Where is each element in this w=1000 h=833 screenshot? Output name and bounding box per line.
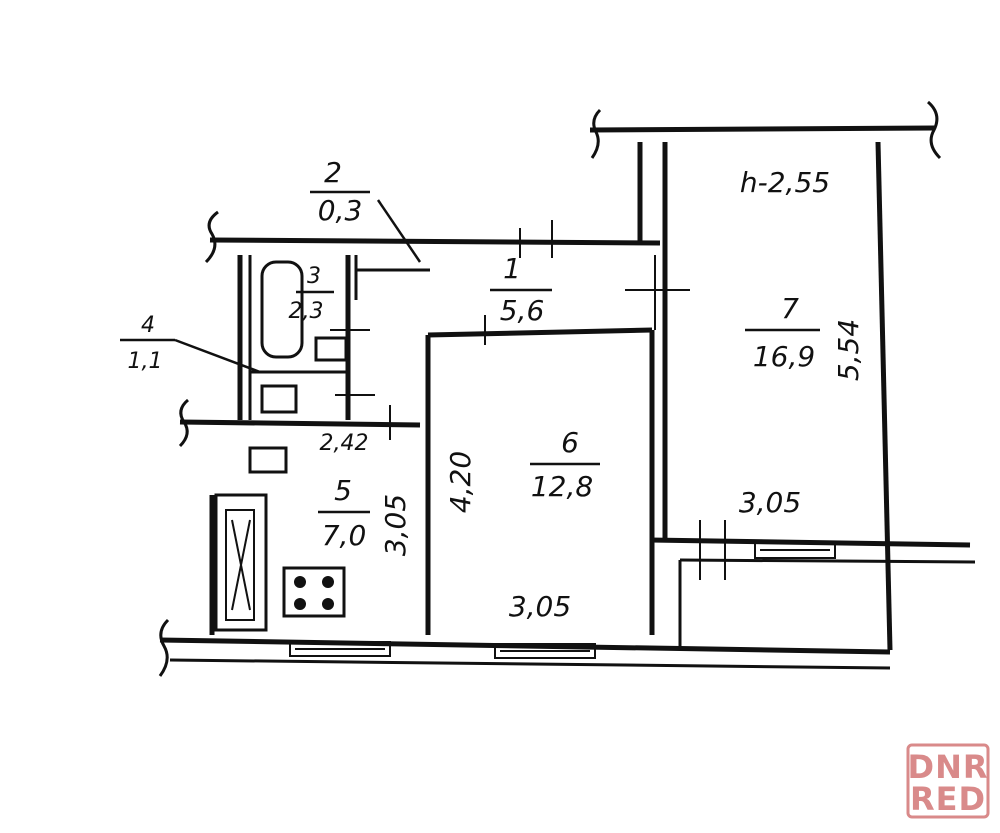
room6-width-label: 3,05: [509, 590, 571, 623]
svg-text:7: 7: [781, 292, 799, 325]
svg-text:5: 5: [334, 474, 352, 507]
sink-icon: [314, 336, 348, 362]
toilet-icon: [260, 384, 298, 414]
room-4-label: 4 1,1: [120, 313, 261, 374]
bathtub-icon: [260, 260, 304, 359]
svg-text:3: 3: [307, 264, 321, 289]
walls: [158, 100, 976, 677]
room-6-label: 6 12,8: [530, 426, 600, 503]
room-7-label: 7 16,9: [745, 292, 820, 373]
room5-length-label: 3,05: [379, 494, 412, 556]
svg-text:16,9: 16,9: [753, 340, 815, 373]
svg-text:1,1: 1,1: [128, 349, 163, 374]
svg-text:1: 1: [503, 252, 521, 285]
windows: [289, 520, 836, 659]
fixtures: [214, 260, 348, 632]
room-3-label: 3 2,3: [289, 264, 334, 324]
svg-text:5,6: 5,6: [500, 294, 545, 327]
room6-length-label: 4,20: [444, 451, 477, 513]
svg-text:6: 6: [561, 426, 579, 459]
svg-text:2,3: 2,3: [289, 299, 324, 324]
ceiling-height-label: h-2,55: [740, 166, 830, 199]
svg-text:12,8: 12,8: [531, 470, 593, 503]
room7-width-label: 3,05: [739, 486, 801, 519]
kitchen-sink-icon: [248, 446, 288, 474]
room-5-label: 5 7,0: [318, 474, 370, 552]
room-1-label: 1 5,6: [490, 252, 552, 327]
svg-text:DNR: DNR: [908, 748, 989, 786]
svg-text:2: 2: [324, 156, 342, 189]
room-2-label: 2 0,3: [310, 156, 422, 263]
svg-text:4: 4: [141, 313, 155, 338]
watermark: DNR RED: [906, 743, 990, 819]
counter-icon: [214, 493, 268, 632]
svg-text:RED: RED: [910, 780, 986, 818]
svg-text:7,0: 7,0: [322, 519, 367, 552]
room5-width-label: 2,42: [320, 431, 369, 456]
room7-length-label: 5,54: [832, 319, 865, 381]
stove-icon: [282, 566, 346, 618]
door-marks: [330, 220, 690, 440]
svg-text:0,3: 0,3: [318, 194, 363, 227]
